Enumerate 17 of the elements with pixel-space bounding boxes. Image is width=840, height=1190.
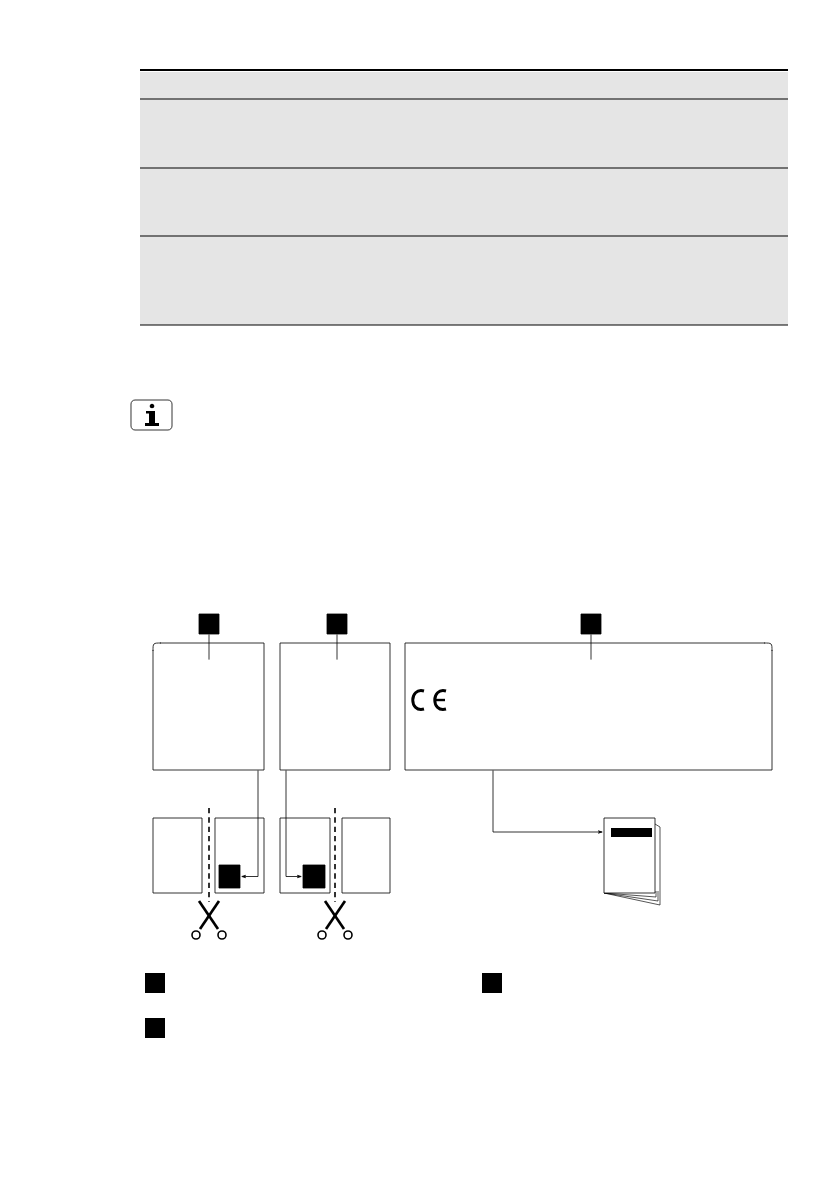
callout-square	[580, 613, 602, 635]
label-half	[341, 817, 391, 894]
callout-square	[326, 613, 348, 635]
label-box	[404, 642, 773, 771]
callout-square	[218, 864, 241, 889]
arrow	[492, 770, 603, 834]
leader-line	[336, 634, 338, 660]
callout-square	[302, 864, 326, 889]
booklet-drawing	[603, 817, 661, 906]
label-box	[279, 642, 391, 771]
leader-line	[208, 634, 210, 660]
label-half	[152, 817, 203, 894]
arrow	[285, 770, 302, 879]
leader-line	[590, 634, 592, 660]
label-box	[152, 642, 265, 771]
arrow	[241, 770, 259, 879]
callout-square	[198, 613, 220, 635]
